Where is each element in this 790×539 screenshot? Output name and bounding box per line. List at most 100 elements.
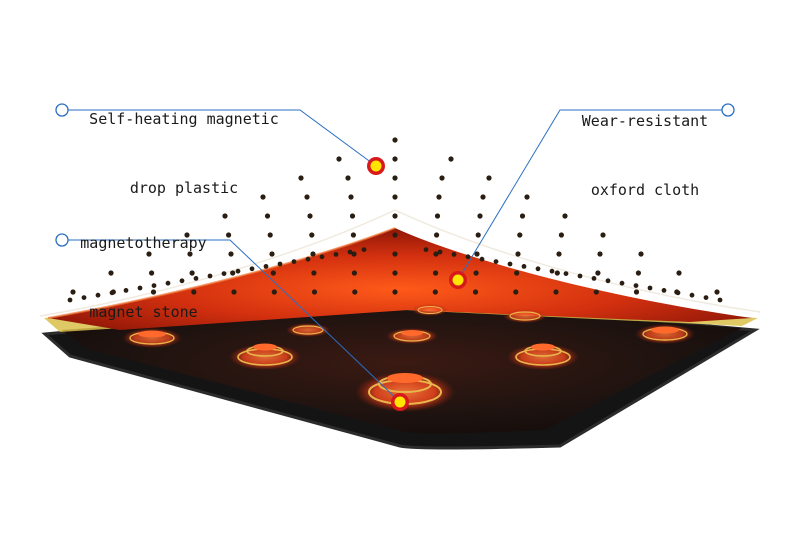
callout-self-heating-line2: drop plastic <box>129 179 239 197</box>
magnetic-dot <box>553 289 559 295</box>
magnetic-dot <box>189 270 195 276</box>
magnetic-dot <box>472 289 479 295</box>
callout-end-circle <box>55 103 69 117</box>
magnetic-dot <box>277 261 283 267</box>
magnetic-dot <box>123 288 129 293</box>
magnetic-dot <box>436 194 442 200</box>
magnetic-dot <box>70 289 76 295</box>
magnetic-dot <box>263 264 269 269</box>
magnetic-dot <box>562 213 568 219</box>
magnetic-dot <box>350 232 356 238</box>
magnetic-dot <box>554 270 560 276</box>
red-layer-fold <box>47 227 396 319</box>
callout-end-circle <box>55 233 69 247</box>
magnetic-dot <box>67 297 73 303</box>
magnetic-dots <box>67 137 723 303</box>
callout-magnet-line2: magnet stone <box>89 303 198 321</box>
magnetic-dot <box>291 259 297 264</box>
magnetic-dot <box>676 270 682 276</box>
magnetic-dot <box>267 232 273 238</box>
callout-oxford-line2: oxford cloth <box>590 181 700 199</box>
magnetic-dot <box>193 276 199 281</box>
magnetic-dot <box>392 213 398 219</box>
magnetic-dot <box>151 283 157 288</box>
callout-oxford: Wear-resistant oxford cloth <box>560 64 730 248</box>
callout-self-heating: Self-heating magnetic drop plastic <box>68 62 300 246</box>
magnetic-dot <box>222 213 228 219</box>
magnetic-dot <box>311 270 317 276</box>
magnetic-dot <box>524 194 530 200</box>
magnetic-dot <box>311 289 318 295</box>
leader-magnet <box>62 239 401 403</box>
magnetic-dot <box>95 292 101 298</box>
inner-pad <box>62 305 742 434</box>
magnetic-dot <box>437 249 443 255</box>
magnetic-dot <box>392 194 398 200</box>
callout-magnet: magnetotherapy magnet stone <box>66 186 221 370</box>
magnetic-dot <box>689 292 695 298</box>
magnetic-dot <box>392 251 398 257</box>
magnetic-dot <box>150 289 157 295</box>
magnetic-dot <box>605 278 611 284</box>
magnetic-dot <box>137 285 143 291</box>
magnetic-dot <box>392 137 398 143</box>
magnetic-dot <box>249 266 255 272</box>
magnetic-dot <box>448 156 454 162</box>
magnetic-dot <box>345 175 351 181</box>
magnetic-dot <box>392 270 398 276</box>
magnetic-dot <box>392 175 398 181</box>
magnetic-dot <box>231 289 237 295</box>
magnetic-dot <box>479 256 485 262</box>
magnetic-dot <box>597 251 603 257</box>
magnetic-dot <box>434 232 440 238</box>
magnetic-dot <box>81 295 87 300</box>
magnetic-dot <box>474 251 480 257</box>
magnetic-dot <box>221 271 227 276</box>
magnetic-dot <box>392 232 398 238</box>
marker-self-heating <box>367 157 385 175</box>
magnetic-dot <box>591 276 597 281</box>
magnetic-dot <box>647 285 653 291</box>
callout-self-heating-line1: Self-heating magnetic <box>89 110 279 128</box>
magnetic-dot <box>513 289 519 295</box>
callout-end-circle <box>721 103 735 117</box>
magnetic-dot <box>619 280 625 286</box>
magnetic-dot <box>517 232 523 238</box>
leader-lines <box>62 109 728 403</box>
magnetic-dot <box>270 270 276 276</box>
magnetic-dot <box>423 247 429 253</box>
magnetic-dot <box>558 232 565 238</box>
magnetic-dot <box>475 232 481 238</box>
magnetic-dot <box>563 271 569 276</box>
magnetic-dot <box>635 270 642 276</box>
magnetic-dot <box>556 251 562 257</box>
magnetic-dot <box>228 251 234 257</box>
magnetic-dot <box>473 270 479 276</box>
magnetic-dot <box>434 213 441 219</box>
magnetic-dot <box>514 270 520 276</box>
callout-magnet-line1: magnetotherapy <box>80 234 207 252</box>
magnetic-dot <box>260 194 266 200</box>
magnetic-dot <box>149 270 155 276</box>
magnetic-dot <box>336 156 342 162</box>
magnetic-dot <box>392 289 398 295</box>
magnetic-dot <box>310 251 316 257</box>
magnetic-dot <box>507 261 513 267</box>
magnetic-dot <box>307 213 313 219</box>
magnetic-dot <box>433 251 439 257</box>
magnetic-dot <box>465 254 471 260</box>
magnetic-dot <box>361 247 367 253</box>
magnetic-dot <box>703 295 709 300</box>
magnetic-dot <box>348 194 354 200</box>
magnetic-dot <box>109 290 115 296</box>
magnetic-dot <box>351 270 357 276</box>
magnetic-dot <box>333 252 339 257</box>
base-layer-edge <box>41 298 760 450</box>
magnetic-dot <box>451 252 457 257</box>
magnetic-dot <box>515 251 521 257</box>
callout-oxford-line1: Wear-resistant <box>581 112 709 130</box>
magnetic-dot <box>633 283 639 288</box>
magnetic-dot <box>269 251 275 257</box>
